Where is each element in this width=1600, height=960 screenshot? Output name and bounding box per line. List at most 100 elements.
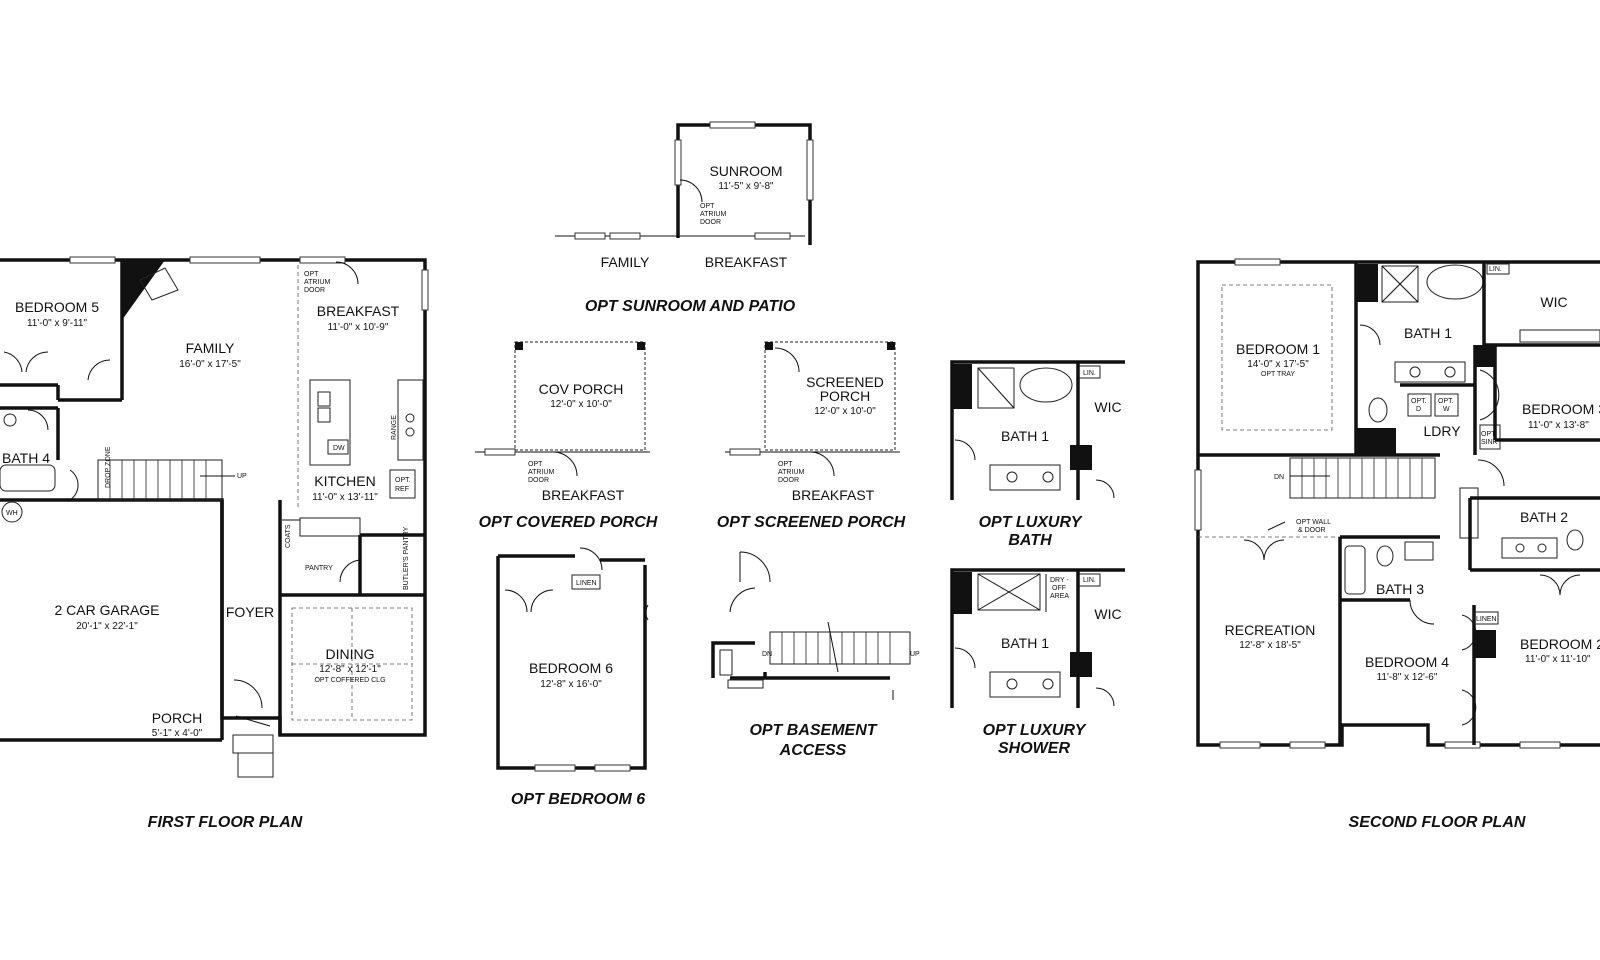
sunroom-dim: 11'-5" x 9'-8" bbox=[718, 181, 774, 192]
sunroom-caption: OPT SUNROOM AND PATIO bbox=[585, 298, 796, 315]
scr-porch-atrium: OPT bbox=[778, 461, 793, 468]
lux-bath-bath: BATH 1 bbox=[1001, 428, 1049, 444]
ldry-name: LDRY bbox=[1423, 423, 1461, 439]
first-floor-labels: BEDROOM 5 11'-0" x 9'-11" FAMILY 16'-0" … bbox=[2, 271, 411, 831]
sunroom-name: SUNROOM bbox=[709, 163, 782, 179]
lux-bath-lin: LIN. bbox=[1083, 370, 1096, 377]
opt-w-label: W bbox=[1443, 406, 1450, 413]
dining-name: DINING bbox=[326, 646, 375, 662]
bedroom4-name: BEDROOM 4 bbox=[1365, 654, 1449, 670]
opt-screened-porch-plan: SCREENED PORCH 12'-0" x 10'-0" OPT ATRIU… bbox=[717, 341, 906, 531]
coats-label: COATS bbox=[285, 524, 292, 548]
breakfast-dim: 11'-0" x 10'-9" bbox=[328, 322, 389, 333]
dining-dim: 12'-8" x 12'-1" bbox=[319, 664, 381, 675]
porch-dim: 5'-1" x 4'-0" bbox=[152, 728, 203, 739]
bedroom3-dim: 11'-0" x 13'-8" bbox=[1528, 420, 1589, 431]
lux-shower-bath: BATH 1 bbox=[1001, 635, 1049, 651]
opt-ref-label: REF bbox=[395, 486, 409, 493]
lux-bath-caption: OPT LUXURY bbox=[979, 514, 1083, 531]
opt-sunroom-plan: SUNROOM 11'-5" x 9'-8" OPT ATRIUM DOOR F… bbox=[555, 121, 814, 315]
sunroom-atrium: DOOR bbox=[700, 219, 721, 226]
butlers-label: BUTLER'S PANTRY bbox=[403, 526, 410, 590]
opt-luxury-bath-plan: BATH 1 WIC LIN. OPT LUXURY BATH bbox=[950, 360, 1125, 549]
opt-sink-label: SINK bbox=[1481, 439, 1498, 446]
lux-shower-caption: SHOWER bbox=[998, 740, 1070, 757]
scr-porch-breakfast: BREAKFAST bbox=[792, 487, 875, 503]
opt-wall-label: OPT WALL bbox=[1296, 519, 1331, 526]
cov-porch-caption: OPT COVERED PORCH bbox=[479, 514, 658, 531]
bedroom2-name: BEDROOM 2 bbox=[1520, 636, 1600, 652]
linen-label: LINEN bbox=[1476, 616, 1497, 623]
lux-shower-dry: AREA bbox=[1050, 593, 1069, 600]
up-label: UP bbox=[237, 473, 247, 480]
opt-atrium-label: ATRIUM bbox=[304, 279, 330, 286]
opt-bedroom6-plan: LINEN BEDROOM 6 12'-8" x 16'-0" OPT BEDR… bbox=[496, 547, 649, 808]
kitchen-name: KITCHEN bbox=[314, 473, 375, 489]
opt-ref-label: OPT. bbox=[395, 477, 411, 484]
garage-dim: 20'-1" x 22'-1" bbox=[76, 621, 138, 632]
basement-caption: ACCESS bbox=[779, 742, 847, 759]
cov-porch-name: COV PORCH bbox=[539, 381, 624, 397]
second-floor-caption: SECOND FLOOR PLAN bbox=[1349, 814, 1526, 831]
opt-covered-porch-plan: COV PORCH 12'-0" x 10'-0" OPT ATRIUM DOO… bbox=[475, 341, 658, 531]
foyer-name: FOYER bbox=[226, 604, 274, 620]
bedroom5-name: BEDROOM 5 bbox=[15, 299, 99, 315]
sunroom-breakfast: BREAKFAST bbox=[705, 254, 788, 270]
bath4-name: BATH 4 bbox=[2, 450, 50, 466]
cov-porch-atrium: OPT bbox=[528, 461, 543, 468]
opt-wall-label: & DOOR bbox=[1298, 527, 1326, 534]
bedroom3-name: BEDROOM 3 bbox=[1522, 401, 1600, 417]
bath2-name: BATH 2 bbox=[1520, 509, 1568, 525]
sunroom-atrium: OPT bbox=[700, 203, 715, 210]
opt-basement-plan: DN UP OPT BASEMENT ACCESS bbox=[711, 551, 920, 759]
bedroom1-note: OPT TRAY bbox=[1261, 371, 1296, 378]
lux-bath-caption: BATH bbox=[1008, 532, 1052, 549]
opt-w-label: OPT. bbox=[1438, 398, 1454, 405]
bedroom6-dim: 12'-8" x 16'-0" bbox=[540, 679, 602, 690]
dining-note: OPT COFFERED CLG bbox=[314, 677, 385, 684]
bath3-name: BATH 3 bbox=[1376, 581, 1424, 597]
first-floor-plan bbox=[0, 256, 429, 778]
bath1-name: BATH 1 bbox=[1404, 325, 1452, 341]
second-floor-plan bbox=[1194, 258, 1600, 749]
opt-luxury-shower-plan: DRY - OFF AREA BATH 1 WIC LIN. OPT LUXUR… bbox=[950, 568, 1125, 757]
dw-label: DW bbox=[333, 445, 345, 452]
pantry-label: PANTRY bbox=[305, 565, 333, 572]
bedroom6-linen: LINEN bbox=[576, 580, 597, 587]
lux-shower-lin: LIN. bbox=[1083, 577, 1096, 584]
cov-porch-breakfast: BREAKFAST bbox=[542, 487, 625, 503]
kitchen-dim: 11'-0" x 13'-11" bbox=[312, 492, 378, 503]
range-label: RANGE bbox=[391, 415, 398, 440]
opt-d-label: OPT. bbox=[1411, 398, 1427, 405]
cov-porch-atrium: ATRIUM bbox=[528, 469, 554, 476]
lux-shower-dry: OFF bbox=[1052, 585, 1066, 592]
recreation-name: RECREATION bbox=[1225, 622, 1316, 638]
bedroom1-name: BEDROOM 1 bbox=[1236, 341, 1320, 357]
breakfast-name: BREAKFAST bbox=[317, 303, 400, 319]
lux-shower-caption: OPT LUXURY bbox=[983, 722, 1087, 739]
scr-porch-atrium: ATRIUM bbox=[778, 469, 804, 476]
lux-shower-dry: DRY - bbox=[1050, 577, 1069, 584]
bedroom4-dim: 11'-8" x 12'-6" bbox=[1377, 672, 1438, 683]
bedroom6-caption: OPT BEDROOM 6 bbox=[511, 791, 645, 808]
wh-label: WH bbox=[6, 510, 18, 517]
bedroom5-dim: 11'-0" x 9'-11" bbox=[27, 318, 87, 329]
cov-porch-atrium: DOOR bbox=[528, 477, 549, 484]
porch-name: PORCH bbox=[152, 710, 203, 726]
lux-bath-wic: WIC bbox=[1094, 399, 1121, 415]
lin-label: LIN. bbox=[1489, 266, 1502, 273]
lux-shower-wic: WIC bbox=[1094, 606, 1121, 622]
opt-atrium-label: DOOR bbox=[304, 287, 325, 294]
recreation-dim: 12'-8" x 18'-5" bbox=[1239, 640, 1301, 651]
scr-porch-caption: OPT SCREENED PORCH bbox=[717, 514, 906, 531]
sunroom-family: FAMILY bbox=[601, 254, 650, 270]
dn-label: DN bbox=[1274, 474, 1284, 481]
sunroom-atrium: ATRIUM bbox=[700, 211, 726, 218]
opt-sink-label: OPT. bbox=[1481, 431, 1497, 438]
opt-d-label: D bbox=[1416, 406, 1421, 413]
drop-zone-label: DROP ZONE bbox=[105, 446, 112, 488]
wic-name: WIC bbox=[1540, 294, 1567, 310]
scr-porch-name: PORCH bbox=[820, 388, 871, 404]
basement-caption: OPT BASEMENT bbox=[749, 722, 877, 739]
